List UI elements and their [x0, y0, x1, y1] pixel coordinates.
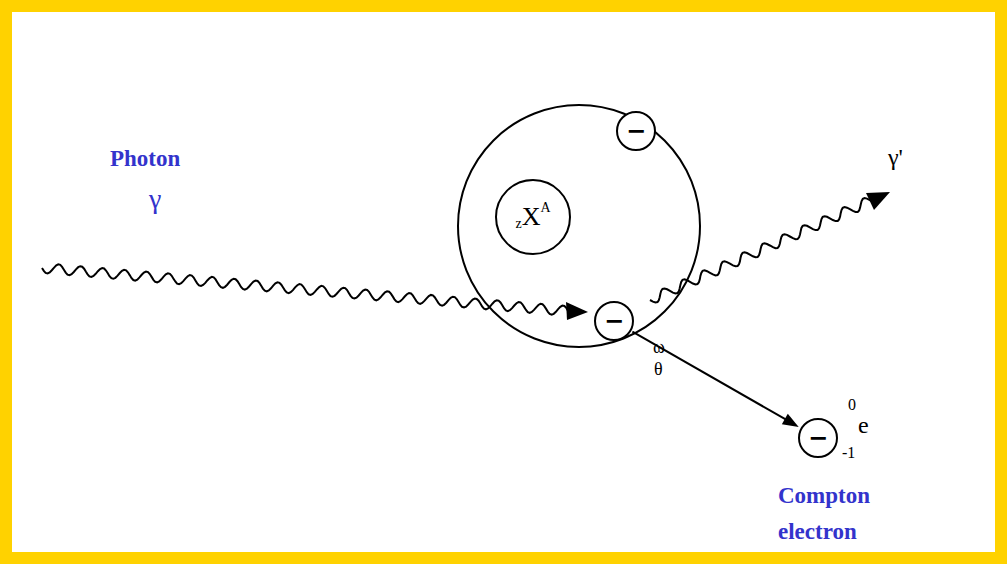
mass-number: A	[540, 200, 550, 216]
angle-omega: ω	[653, 338, 665, 358]
arrowhead	[782, 414, 799, 427]
nucleus-circle: zXA	[495, 179, 571, 255]
scattered-gamma-symbol: γ'	[888, 144, 903, 170]
gamma-symbol: γ	[149, 184, 161, 215]
charge-number: -1	[842, 444, 855, 462]
electron-circle: −	[594, 301, 634, 341]
element-symbol: X	[522, 202, 541, 232]
electron-circle: −	[616, 111, 656, 151]
connector-line	[632, 332, 786, 420]
electron-orbit	[458, 105, 700, 347]
electron-path-arrow	[632, 332, 798, 427]
electron-symbol: e	[858, 412, 869, 438]
mass-number: 0	[848, 396, 856, 414]
angle-theta: θ	[654, 360, 663, 380]
incident-photon-wave	[42, 264, 568, 314]
charge-sign: −	[626, 117, 646, 145]
photon-label: Photon	[110, 146, 180, 171]
atomic-number: z	[515, 216, 521, 232]
photon-arrowhead	[866, 192, 890, 210]
compton-electron-label: Compton electron	[778, 478, 918, 549]
scattered-photon-wave	[650, 198, 873, 302]
electron-circle: −	[798, 418, 838, 458]
charge-sign: −	[604, 307, 624, 335]
charge-sign: −	[808, 424, 828, 452]
photon-arrowhead	[566, 302, 588, 320]
